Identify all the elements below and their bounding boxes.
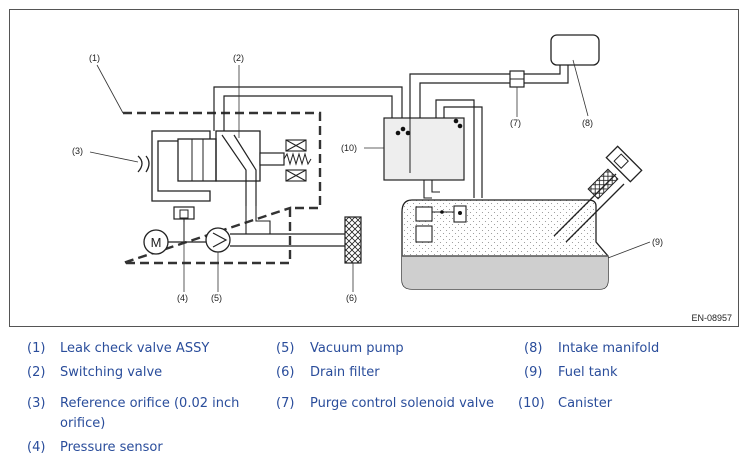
callout-9: (9) [652, 237, 663, 247]
legend-item-number: (8) [524, 341, 543, 356]
legend-item-number: (7) [276, 396, 295, 411]
callout-10: (10) [341, 143, 357, 153]
switching-valve-body [177, 138, 217, 182]
spring-symbol [283, 152, 312, 166]
legend-item-number: (6) [276, 365, 295, 380]
callout-8: (8) [582, 118, 593, 128]
callout-5: (5) [211, 293, 222, 303]
drain-filter [344, 216, 362, 264]
motor-label: M [151, 235, 162, 250]
legend-item-text: Canister [558, 396, 613, 411]
legend-item-text: Reference orifice (0.02 inch [60, 396, 240, 411]
legend-item-number: (2) [27, 365, 46, 380]
diagram-drawing: M [72, 34, 663, 303]
legend-item-text: Fuel tank [558, 365, 618, 380]
legend-item-number: (3) [27, 396, 46, 411]
inner-housing [151, 130, 211, 202]
legend-item-number: (9) [524, 365, 543, 380]
legend-item-text: Purge control solenoid valve [310, 396, 495, 411]
callout-4: (4) [177, 293, 188, 303]
figure-reference-code: EN-08957 [691, 313, 732, 323]
callout-7: (7) [510, 118, 521, 128]
canister [383, 117, 465, 181]
legend-item-text: Drain filter [310, 365, 380, 380]
fuel-level [402, 256, 608, 289]
intake-manifold [550, 34, 600, 66]
callout-6: (6) [346, 293, 357, 303]
legend-item-text: Pressure sensor [60, 440, 163, 455]
solenoid-stem [259, 152, 285, 166]
legend-item-number: (4) [27, 440, 46, 455]
legend-item-text: Vacuum pump [310, 341, 404, 356]
legend-item-number: (10) [518, 396, 545, 411]
legend-item-number: (1) [27, 341, 46, 356]
legend-item-text: Leak check valve ASSY [60, 341, 210, 356]
callout-2: (2) [233, 53, 244, 63]
reference-orifice [137, 155, 143, 173]
legend-item-number: (5) [276, 341, 295, 356]
legend-item-text: Intake manifold [558, 341, 660, 356]
legend-item-text-continued: orifice) [60, 416, 106, 431]
callout-1: (1) [89, 53, 100, 63]
callout-3: (3) [72, 146, 83, 156]
system-diagram: M [9, 9, 739, 327]
switching-valve-housing [215, 130, 261, 182]
legend: (1) Leak check valve ASSY (2) Switching … [0, 335, 749, 465]
legend-item-text: Switching valve [60, 365, 163, 380]
